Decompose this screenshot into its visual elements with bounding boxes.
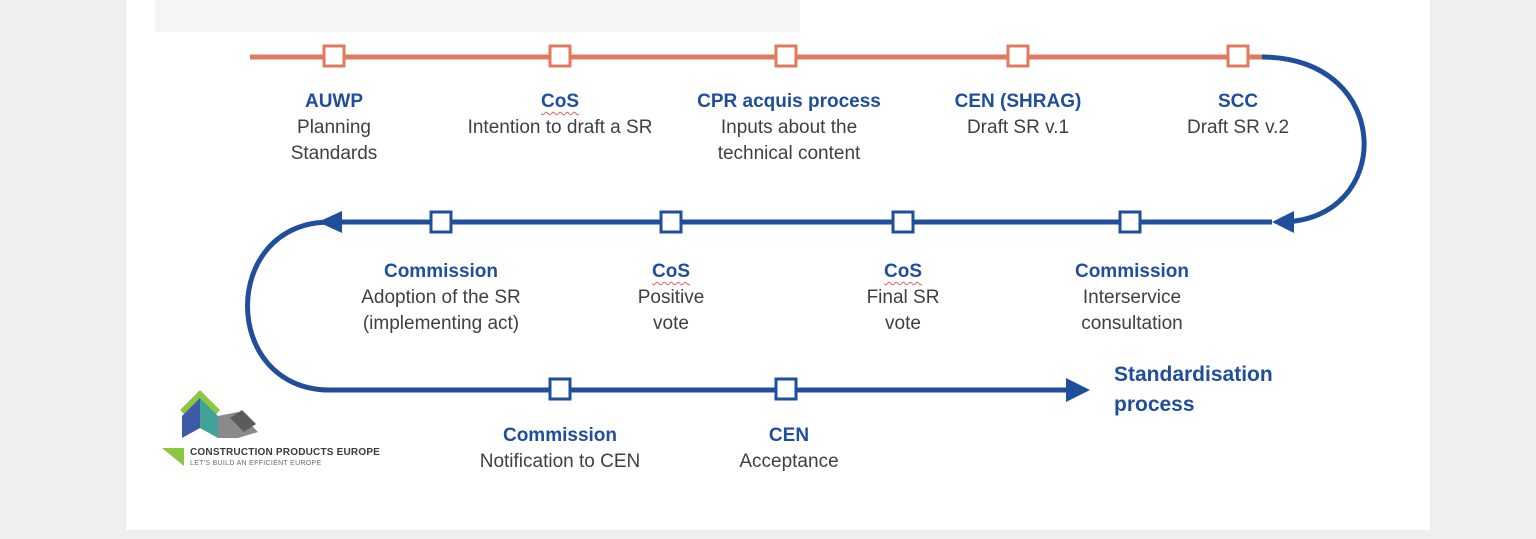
right-curve-arrowhead bbox=[1272, 211, 1294, 233]
step-marker-cpr bbox=[774, 44, 798, 68]
logo-name: CONSTRUCTION PRODUCTS EUROPE bbox=[190, 447, 381, 458]
standardisation-process-label: Standardisation process bbox=[1114, 360, 1273, 420]
step-marker-final-vote bbox=[891, 210, 915, 234]
step-marker-positive-vote bbox=[659, 210, 683, 234]
step-marker-notification bbox=[548, 377, 572, 401]
step-desc: Positive bbox=[637, 287, 705, 308]
left-curve bbox=[245, 219, 331, 393]
step-desc: Interservice bbox=[1082, 287, 1182, 308]
step-title: CEN bbox=[768, 425, 810, 446]
construction-products-europe-logo bbox=[162, 390, 258, 466]
step-desc: Standards bbox=[290, 143, 378, 164]
step-title: SCC bbox=[1217, 91, 1259, 112]
step-marker-cen-shrag bbox=[1006, 44, 1030, 68]
slide bbox=[126, 0, 1430, 530]
step-desc: Notification to CEN bbox=[479, 451, 641, 472]
step-auwp: AUWP Planning Standards bbox=[291, 89, 378, 167]
step-desc: consultation bbox=[1081, 313, 1183, 334]
step-desc: Planning bbox=[297, 117, 371, 138]
step-title: CoS bbox=[652, 261, 690, 282]
end-label-line: Standardisation bbox=[1114, 363, 1273, 386]
step-title: Commission bbox=[1074, 261, 1190, 282]
step-desc: Final SR bbox=[866, 287, 940, 308]
step-scc: SCC Draft SR v.2 bbox=[1187, 89, 1289, 141]
step-title: CoS bbox=[541, 91, 579, 112]
step-title: Commission bbox=[383, 261, 499, 282]
step-desc: (implementing act) bbox=[362, 313, 520, 334]
step-title: CEN (SHRAG) bbox=[954, 91, 1082, 112]
step-desc: Acceptance bbox=[739, 451, 839, 472]
step-title: Commission bbox=[502, 425, 618, 446]
step-marker-interservice bbox=[1118, 210, 1142, 234]
step-title: CPR acquis process bbox=[697, 91, 881, 112]
step-desc: Inputs about the bbox=[720, 117, 858, 138]
step-marker-auwp bbox=[322, 44, 346, 68]
row3-arrowhead bbox=[1066, 378, 1090, 402]
right-curve bbox=[1261, 54, 1367, 225]
step-desc: vote bbox=[653, 313, 689, 334]
step-desc: Draft SR v.1 bbox=[966, 117, 1070, 138]
slide-header bbox=[155, 0, 800, 32]
step-desc: Adoption of the SR bbox=[361, 287, 521, 308]
step-cen-acceptance: CEN Acceptance bbox=[739, 423, 838, 475]
step-cen-shrag: CEN (SHRAG) Draft SR v.1 bbox=[955, 89, 1082, 141]
step-commission-notification: Commission Notification to CEN bbox=[480, 423, 641, 475]
step-marker-acceptance bbox=[774, 377, 798, 401]
step-cos-positive-vote: CoS Positive vote bbox=[638, 259, 705, 337]
step-marker-adoption bbox=[429, 210, 453, 234]
step-desc: vote bbox=[885, 313, 921, 334]
step-cpr-acquis: CPR acquis process Inputs about the tech… bbox=[697, 89, 881, 167]
step-cos-final-vote: CoS Final SR vote bbox=[867, 259, 940, 337]
step-title: AUWP bbox=[304, 91, 364, 112]
step-desc: Intention to draft a SR bbox=[467, 117, 653, 138]
step-desc: Draft SR v.2 bbox=[1186, 117, 1290, 138]
step-commission-adoption: Commission Adoption of the SR (implement… bbox=[361, 259, 521, 337]
step-desc: technical content bbox=[717, 143, 861, 164]
logo-tagline: LET'S BUILD AN EFFICIENT EUROPE bbox=[190, 460, 322, 467]
step-marker-scc bbox=[1226, 44, 1250, 68]
step-marker-cos-intention bbox=[548, 44, 572, 68]
step-cos-intention: CoS Intention to draft a SR bbox=[468, 89, 653, 141]
end-label-line: process bbox=[1114, 393, 1195, 416]
step-commission-interservice: Commission Interservice consultation bbox=[1075, 259, 1189, 337]
step-title: CoS bbox=[883, 261, 922, 282]
